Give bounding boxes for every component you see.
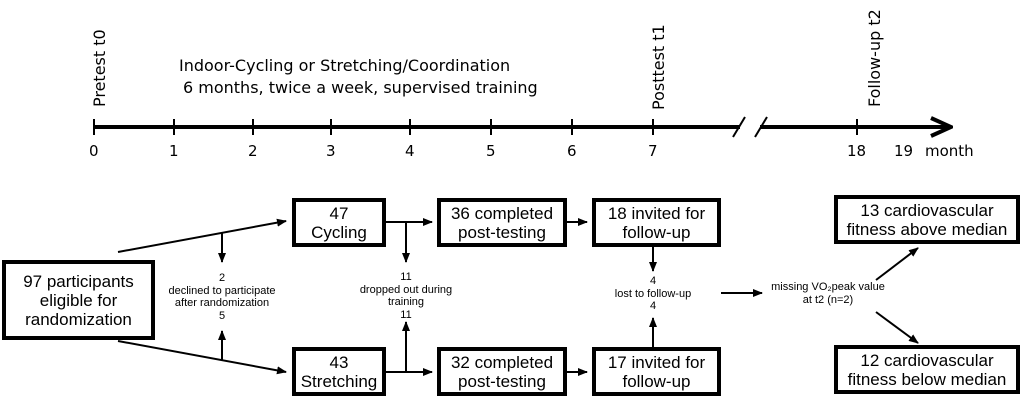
invited-line: follow-up xyxy=(622,371,691,391)
milestone-followup: Follow-up t2 xyxy=(865,9,884,107)
invited-line: follow-up xyxy=(622,222,691,242)
dropped-text: dropped out during xyxy=(359,283,453,296)
lost-cycling-count: 4 xyxy=(649,275,657,287)
tick-label: 6 xyxy=(567,142,577,160)
invited-line: 18 invited for xyxy=(607,203,706,223)
declined-text: after randomization xyxy=(174,297,270,309)
eligible-line: 97 participants xyxy=(23,271,134,291)
tick-label: 5 xyxy=(486,142,496,160)
tick-label: 1 xyxy=(169,142,179,160)
declined-cycling-count: 2 xyxy=(218,272,226,284)
axis-ticks xyxy=(93,119,858,135)
declined-text: declined to participate xyxy=(168,284,276,297)
tick-label: 7 xyxy=(648,142,658,160)
cycling-completed-box: 36 completed post-testing xyxy=(437,198,567,247)
eligible-line: eligible for xyxy=(39,290,118,310)
tick-label: 2 xyxy=(248,142,258,160)
axis-unit: month xyxy=(925,142,974,160)
cycling-box: 47 Cycling xyxy=(292,198,386,247)
tick-label: 0 xyxy=(89,142,99,160)
below-median-line: 12 cardiovascular xyxy=(860,350,994,370)
arrow-to-stretching xyxy=(117,340,287,375)
tick-label: 18 xyxy=(847,142,867,160)
lost-stretching-count: 4 xyxy=(649,300,657,312)
above-median-line: fitness above median xyxy=(846,219,1008,239)
declined-stretching-count: 5 xyxy=(218,309,226,322)
milestone-pretest: Pretest t0 xyxy=(90,29,109,107)
dropped-note: 11 dropped out during training 11 xyxy=(344,271,468,321)
arrow-to-below-median xyxy=(875,311,919,344)
cycling-label: Cycling xyxy=(311,222,367,242)
invited-line: 17 invited for xyxy=(607,352,706,372)
stretching-label: Stretching xyxy=(300,371,378,391)
missing-text: missing VO₂peak value xyxy=(771,281,885,293)
above-median-line: 13 cardiovascular xyxy=(860,200,994,220)
declined-note: 2 declined to participate after randomiz… xyxy=(152,272,292,322)
below-median-box: 12 cardiovascular fitness below median xyxy=(834,345,1020,394)
lost-text: lost to follow-up xyxy=(614,287,692,300)
completed-line: 32 completed xyxy=(450,352,554,372)
axis-break-left xyxy=(732,116,746,138)
eligible-box: 97 participants eligible for randomizati… xyxy=(2,260,155,340)
missing-note: missing VO₂peak value at t2 (n=2) xyxy=(764,281,892,306)
milestone-posttest: Posttest t1 xyxy=(649,24,668,110)
timeline-axis xyxy=(93,116,951,138)
intervention-subtitle: 6 months, twice a week, supervised train… xyxy=(183,78,538,97)
completed-line: 36 completed xyxy=(450,203,554,223)
cycling-count: 47 xyxy=(329,203,349,223)
missing-text: at t2 (n=2) xyxy=(802,293,854,306)
stretching-invited-box: 17 invited for follow-up xyxy=(592,347,721,396)
flow-arrows xyxy=(117,218,919,376)
completed-line: post-testing xyxy=(458,371,546,391)
axis-break-right xyxy=(754,116,768,138)
tick-label: 3 xyxy=(326,142,336,160)
lost-note: 4 lost to follow-up 4 xyxy=(598,275,708,313)
tick-label: 4 xyxy=(405,142,415,160)
stretching-count: 43 xyxy=(329,352,349,372)
arrow-to-cycling xyxy=(117,218,287,253)
tick-label: 19 xyxy=(894,142,914,160)
cycling-invited-box: 18 invited for follow-up xyxy=(592,198,721,247)
completed-line: post-testing xyxy=(458,222,546,242)
dropped-cycling-count: 11 xyxy=(400,271,412,283)
stretching-box: 43 Stretching xyxy=(292,347,386,396)
arrow-to-above-median xyxy=(875,247,919,281)
above-median-box: 13 cardiovascular fitness above median xyxy=(834,195,1020,244)
stretching-completed-box: 32 completed post-testing xyxy=(437,347,567,396)
dropped-stretching-count: 11 xyxy=(400,308,412,321)
below-median-line: fitness below median xyxy=(847,369,1007,389)
eligible-line: randomization xyxy=(25,309,132,329)
intervention-title: Indoor-Cycling or Stretching/Coordinatio… xyxy=(179,56,511,75)
dropped-text: training xyxy=(387,296,425,308)
